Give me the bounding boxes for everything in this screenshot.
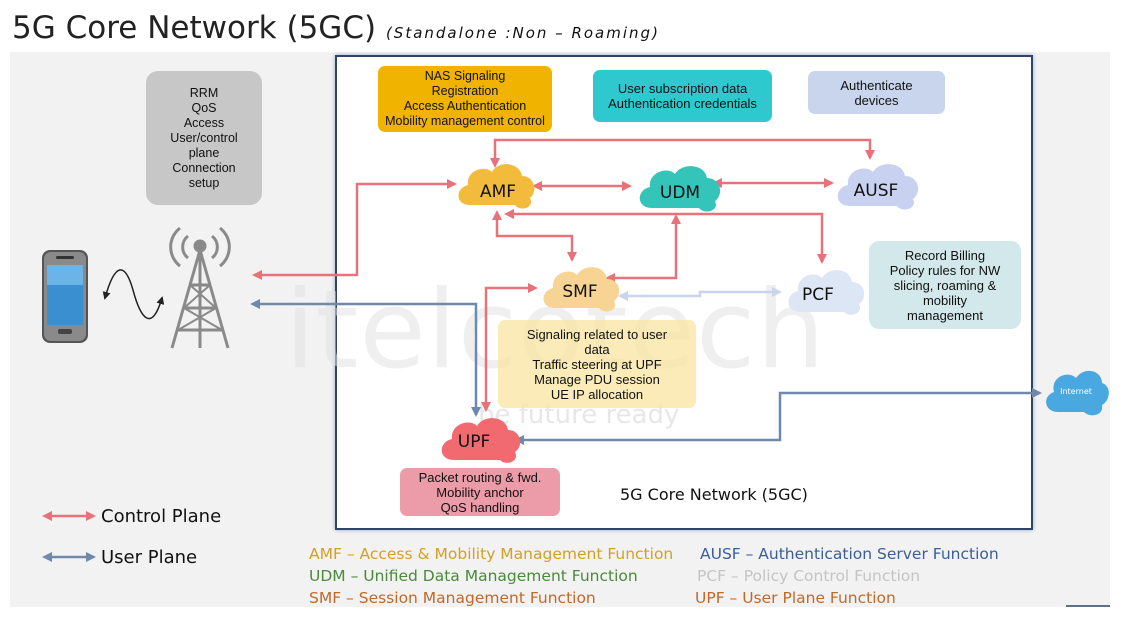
- pcf-cloud-icon: [788, 270, 865, 315]
- ausf-node-label: AUSF: [854, 181, 899, 201]
- ran-line-2: QoS: [191, 100, 217, 115]
- ran-line-4: User/control: [170, 130, 238, 145]
- smf-box-line-2: data: [584, 341, 610, 357]
- ausf-cloud-icon: [837, 164, 919, 210]
- smf-cloud-icon: [543, 267, 620, 312]
- ausf-box-line-1: Authenticate: [840, 77, 913, 93]
- udm-functions-box: User subscription data Authentication cr…: [593, 70, 772, 122]
- amf-box-line-4: Mobility management control: [385, 114, 545, 128]
- ran-line-5: plane: [188, 145, 220, 160]
- internet-node-label: Internet: [1060, 387, 1092, 396]
- definition-pcf: PCF – Policy Control Function: [697, 567, 921, 585]
- definition-ausf: AUSF – Authentication Server Function: [700, 545, 999, 563]
- smf-node-label: SMF: [562, 282, 597, 302]
- amf-cloud-icon: [458, 164, 535, 209]
- arrow-smf-udm: [605, 214, 681, 283]
- udm-cloud-icon: [639, 166, 721, 212]
- pcf-box-line-1: Record Billing: [904, 247, 986, 263]
- definition-upf: UPF – User Plane Function: [695, 589, 896, 607]
- page-title: 5G Core Network (5GC) (Standalone :Non –…: [12, 10, 660, 46]
- ran-line-1: RRM: [189, 85, 219, 100]
- arrow-upf-internet: [514, 388, 1042, 445]
- definition-amf: AMF – Access & Mobility Management Funct…: [309, 545, 674, 563]
- arrow-amf-smf: [492, 210, 577, 262]
- pcf-box-line-3: slicing, roaming &: [893, 277, 997, 293]
- ran-line-3: Access: [183, 115, 225, 130]
- amf-functions-box: NAS Signaling Registration Access Authen…: [378, 66, 552, 132]
- amf-node-label: AMF: [480, 182, 516, 202]
- amf-box-line-1: NAS Signaling: [424, 69, 506, 83]
- pcf-box-line-5: management: [907, 307, 983, 323]
- smf-box-line-3: Traffic steering at UPF: [532, 356, 662, 372]
- legend-control-label: Control Plane: [101, 506, 222, 527]
- smf-box-line-4: Manage PDU session: [534, 371, 660, 387]
- core-network-label: 5G Core Network (5GC): [620, 485, 808, 504]
- arrow-gnb-upf: [250, 299, 481, 417]
- upf-functions-box: Packet routing & fwd. Mobility anchor Qo…: [400, 468, 560, 516]
- amf-box-line-2: Registration: [431, 84, 499, 98]
- arrow-smf-upf: [481, 283, 538, 412]
- upf-box-line-3: QoS handling: [440, 499, 520, 515]
- ausf-box-line-2: devices: [854, 92, 899, 108]
- udm-box-line-2: Authentication credentials: [608, 96, 757, 111]
- ran-line-6: Connection: [172, 160, 236, 175]
- pcf-functions-box: Record Billing Policy rules for NW slici…: [869, 241, 1021, 329]
- arrow-amf-pcf: [504, 209, 827, 264]
- upf-cloud-icon: [441, 418, 521, 463]
- ran-line-7: setup: [188, 175, 220, 190]
- radio-wave: [102, 269, 165, 320]
- upf-box-line-2: Mobility anchor: [436, 484, 524, 500]
- amf-box-line-3: Access Authentication: [403, 99, 527, 113]
- arrow-gnb-amf: [252, 179, 457, 280]
- pcf-node-label: PCF: [802, 285, 834, 305]
- smf-box-line-1: Signaling related to user: [526, 326, 668, 342]
- udm-box-line-1: User subscription data: [617, 81, 748, 96]
- pcf-box-line-2: Policy rules for NW: [889, 262, 1001, 278]
- definition-smf: SMF – Session Management Function: [309, 589, 596, 607]
- ran-functions-box: RRM QoS Access User/control plane Connec…: [146, 71, 262, 205]
- arrow-amf-ausf: [490, 138, 875, 168]
- internet-cloud-icon: [1046, 370, 1109, 416]
- phone-icon: [42, 250, 88, 343]
- arrow-smf-pcf: [618, 287, 782, 301]
- ausf-functions-box: Authenticate devices: [808, 71, 945, 114]
- upf-box-line-1: Packet routing & fwd.: [418, 469, 542, 485]
- legend-user-label: User Plane: [101, 547, 198, 568]
- upf-node-label: UPF: [458, 432, 490, 452]
- pcf-box-line-4: mobility: [922, 292, 968, 308]
- udm-node-label: UDM: [660, 183, 700, 203]
- title-text: 5G Core Network (5GC): [12, 10, 377, 46]
- subtitle: (Standalone :Non – Roaming): [385, 24, 660, 42]
- cell-tower-icon: [169, 226, 231, 349]
- definition-udm: UDM – Unified Data Management Function: [309, 567, 638, 585]
- subtitle-text: Standalone :Non – Roaming: [393, 24, 653, 42]
